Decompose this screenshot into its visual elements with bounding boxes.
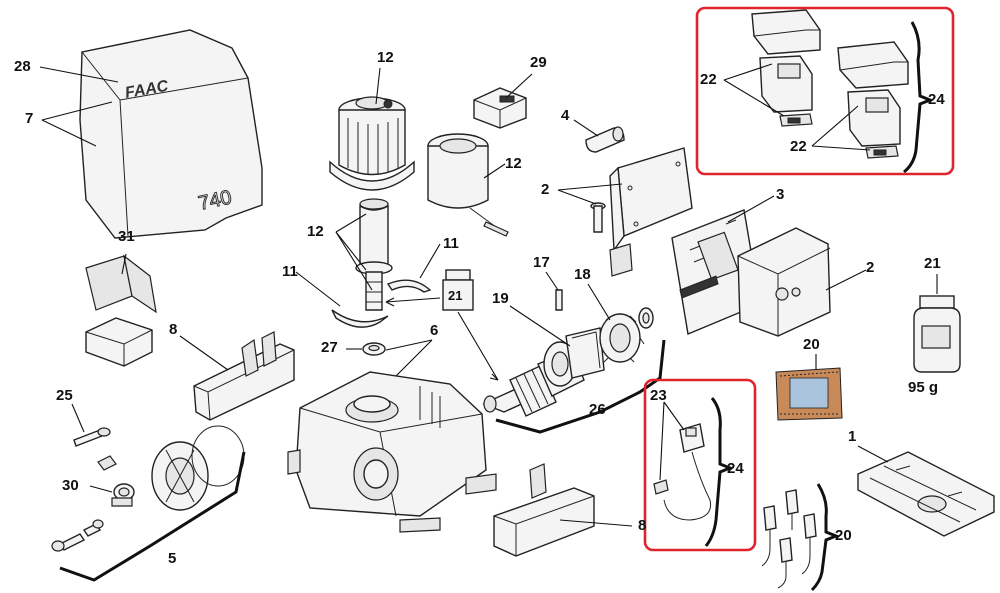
bracket-part-8-left [193,331,295,421]
cover-part-7: FAAC 740 [79,29,263,239]
callout-label: 12 [377,49,394,66]
packing-box-part-31 [85,254,157,367]
callout-label: 20 [803,336,820,353]
callout-label: 12 [307,223,324,240]
fuse-part-4 [585,126,625,153]
callout-label: 23 [650,387,667,404]
callout-label: 30 [62,477,79,494]
highlight-box-sensor [643,378,757,552]
callout-label: 25 [56,387,73,404]
screw-part-2 [590,202,606,233]
lock-part-30 [111,483,135,507]
callout-label: 4 [561,107,570,124]
highlight-box-sensors [695,6,955,176]
screws-part-5 [51,519,104,552]
gear-part-19 [565,327,605,379]
grease-jar-95g [913,295,961,373]
callout-label: 27 [321,339,338,356]
board-part-2 [609,147,693,277]
callout-label: 8 [638,517,646,534]
bracket-part-8-bottom [493,463,595,557]
base-plate-part-1 [857,451,995,537]
release-knob-part-5 [97,425,245,511]
callout-label: 11 [282,263,298,280]
pin-part-17 [555,289,563,311]
callout-label: 18 [574,266,591,283]
callout-label: 29 [530,54,547,71]
washer-part [638,307,654,329]
callout-label: 28 [14,58,31,75]
callout-label: 19 [492,290,509,307]
callout-label: 8 [169,321,177,338]
callout-label: 20 [835,527,852,544]
jar-weight-label: 95 g [908,379,938,396]
callout-label: 2 [541,181,549,198]
svg-text:21: 21 [448,288,462,303]
grease-jar-small: 21 [442,269,474,311]
callout-label: 21 [924,255,941,272]
callout-label: 12 [505,155,522,172]
callout-label: 3 [776,186,784,203]
callout-label: 24 [727,460,744,477]
gear-part-18 [599,313,645,363]
callout-label: 7 [25,110,33,127]
key-part-25 [73,427,111,447]
callout-label: 31 [118,228,135,245]
circlip-part-11 [331,279,432,328]
stator-part-12 [427,133,509,237]
sensor-part-23 [653,423,712,521]
callout-label: 22 [700,71,717,88]
housing-part-6 [287,371,497,533]
callout-label: 22 [790,138,807,155]
transformer-part-2 [737,227,831,337]
callout-label: 1 [848,428,856,445]
callout-label: 17 [533,254,550,271]
gasket-part-20 [775,367,843,421]
motor-part-12 [329,96,415,191]
capacitor-part-29 [473,87,527,129]
callout-label: 2 [866,259,874,276]
glands-part-20 [761,489,817,589]
sensor-bracket-top [751,9,909,159]
callout-label: 6 [430,322,438,339]
callout-label: 11 [443,235,459,252]
callout-label: 24 [928,91,945,108]
callout-label: 5 [168,550,176,567]
rotor-part-12 [355,198,393,311]
callout-label: 26 [589,401,606,418]
oring-part-27 [362,342,386,356]
